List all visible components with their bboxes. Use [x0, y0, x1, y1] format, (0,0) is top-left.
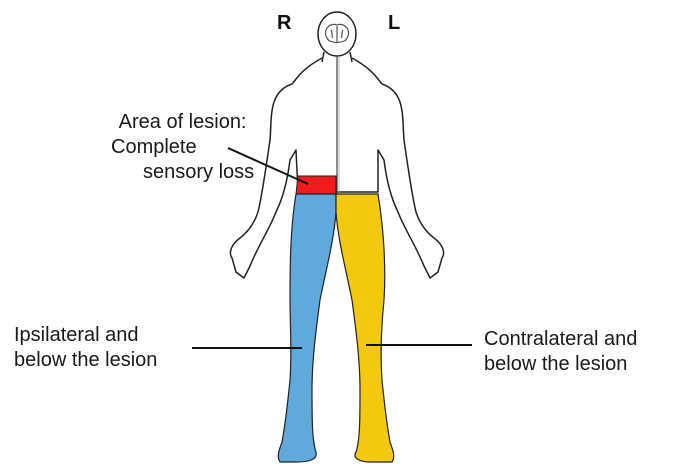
contralateral-label-line-2: below the lesion	[484, 352, 637, 377]
lesion-label: Area of lesion: Complete sensory loss	[111, 110, 254, 185]
lesion-label-line-2: Complete	[111, 135, 254, 160]
ipsilateral-label-line-1: Ipsilateral and	[14, 323, 157, 348]
ipsilateral-label: Ipsilateral and below the lesion	[14, 323, 157, 373]
ipsilateral-leg-region	[278, 194, 336, 462]
lesion-label-line-3: sensory loss	[143, 160, 254, 185]
lesion-label-line-1: Area of lesion:	[111, 110, 254, 135]
contralateral-label: Contralateral and below the lesion	[484, 327, 637, 377]
right-side-label: R	[277, 12, 291, 35]
contralateral-leg-region	[336, 194, 394, 462]
lesion-region	[296, 176, 336, 194]
contralateral-label-line-1: Contralateral and	[484, 327, 637, 352]
ipsilateral-label-line-2: below the lesion	[14, 348, 157, 373]
left-side-label: L	[388, 12, 400, 35]
